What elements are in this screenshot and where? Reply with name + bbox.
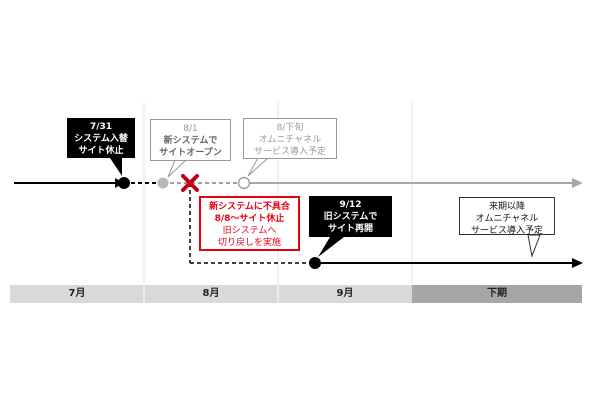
node-shutdown [118, 177, 130, 189]
event-line: サイト休止 [78, 146, 124, 156]
callout-pointer [318, 237, 344, 257]
event-line: サイトオープン [159, 148, 222, 158]
callout-reopen: 9/12 旧システムで サイト再開 [309, 196, 392, 237]
month-label-aug: 8月 [202, 288, 220, 299]
arrowhead-gray [572, 178, 583, 188]
node-omni [237, 176, 251, 190]
event-line: サービス導入予定 [470, 226, 543, 236]
event-date: 9/12 [339, 200, 362, 210]
callout-pointer [247, 157, 270, 177]
arrowhead [572, 258, 583, 268]
month-bar-dark [412, 285, 582, 303]
callout-defect: 新システムに不具合 8/8～サイト休止 旧システムへ 切り戻しを実施 [199, 196, 300, 251]
node-reopen [309, 257, 321, 269]
event-subline: 旧システムへ [222, 226, 277, 236]
event-subline: 切り戻しを実施 [217, 238, 281, 248]
event-date: 8/下旬 [276, 123, 304, 133]
callout-next-term: 来期以降 オムニチャネル サービス導入予定 [459, 197, 555, 236]
month-bar-bg [10, 285, 412, 303]
event-line: 旧システムで [323, 212, 378, 222]
event-line: サービス導入予定 [253, 147, 326, 157]
failure-x-icon [181, 174, 199, 192]
callout-shutdown: 7/31 システム入替 サイト休止 [67, 118, 135, 158]
event-line: オムニチャネル [475, 214, 539, 224]
callout-pointer [110, 158, 122, 176]
callout-omni-plan: 8/下旬 オムニチャネル サービス導入予定 [243, 118, 337, 159]
callout-new-open: 8/1 新システムで サイトオープン [150, 119, 231, 161]
event-line: オムニチャネル [258, 135, 322, 145]
month-label-jul: 7月 [68, 288, 86, 299]
event-line: 新システムで [163, 136, 218, 146]
event-line: 来期以降 [488, 202, 525, 212]
event-line: サイト再開 [327, 224, 373, 234]
month-label-second-half: 下期 [487, 288, 507, 299]
event-date: 7/31 [89, 122, 113, 132]
node-new-open [157, 177, 169, 189]
event-date: 8/1 [183, 124, 198, 134]
event-line: 新システムに不具合 [209, 202, 290, 212]
month-label-sep: 9月 [336, 288, 354, 299]
callout-pointer [527, 234, 541, 258]
event-line: システム入替 [74, 134, 128, 144]
event-line: 8/8～サイト休止 [214, 214, 285, 224]
